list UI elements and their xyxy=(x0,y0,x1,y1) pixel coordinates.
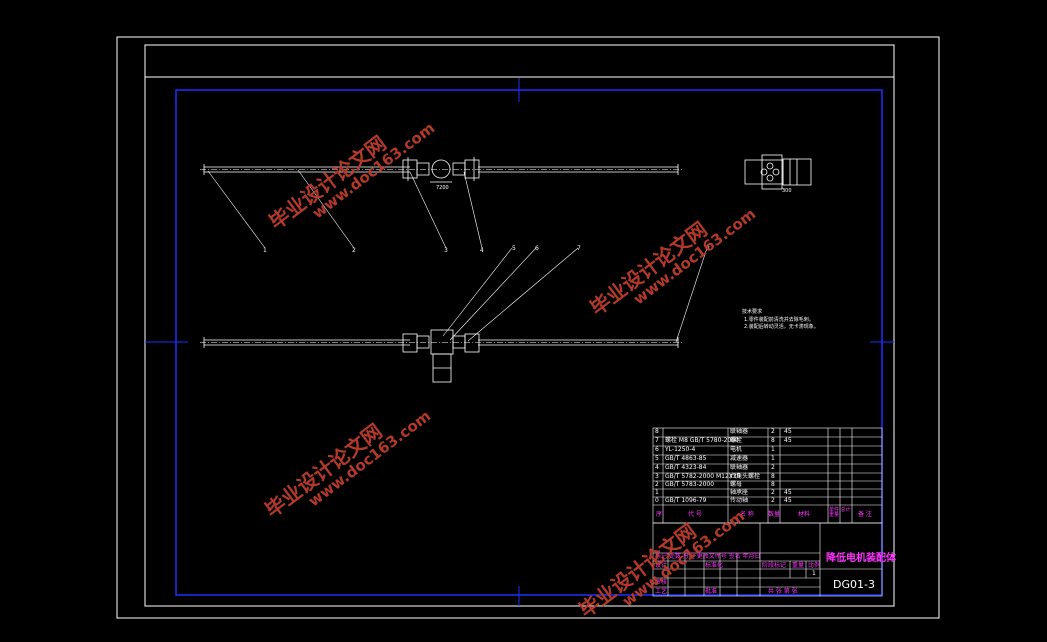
bom-header-name: 名 称 xyxy=(740,511,754,518)
bom-header-qty: 数量 xyxy=(768,511,781,518)
drawing-title: 降低电机装配体 xyxy=(826,553,896,564)
notes-heading: 技术要求 xyxy=(742,309,763,315)
bom-cell-no: 2 xyxy=(655,481,659,488)
tb-row1: 标记 处数 分区 更改文件号 签名 年月日 xyxy=(655,553,761,560)
tb-review: 审核 xyxy=(655,579,668,586)
bom-cell-name: 传动轴 xyxy=(730,497,749,504)
bom-cell-no: 3 xyxy=(655,473,659,480)
front-balloons: 5 6 7 8 xyxy=(512,245,710,252)
bom-cell-qty: 8 xyxy=(771,437,775,444)
bom-cell-name: 联轴器 xyxy=(730,464,749,471)
tb-process: 工艺 xyxy=(655,588,668,595)
tb-approve: 批准 xyxy=(705,588,718,595)
balloon-1: 1 xyxy=(263,247,267,254)
drawing-code: DG01-3 xyxy=(833,578,875,591)
bom-header-note: 备 注 xyxy=(858,511,872,518)
tb-weight: 重量 xyxy=(792,562,805,569)
bom-cell-name: 轴承座 xyxy=(730,489,749,496)
bom-cell-code: 螺栓 M8 GB/T 5780-2000 xyxy=(665,437,739,444)
bom-cell-no: 8 xyxy=(655,428,659,435)
bom-cell-no: 4 xyxy=(655,464,659,471)
bom-cell-code: GB/T 4323-84 xyxy=(665,464,707,471)
bom-table xyxy=(652,427,883,524)
bom-cell-material: 45 xyxy=(784,489,792,496)
outer-sheet-frame xyxy=(116,36,940,619)
bom-cell-code: GB/T 4863-85 xyxy=(665,455,707,462)
bom-cell-name: 电机 xyxy=(730,446,743,453)
bom-cell-qty: 1 xyxy=(771,446,775,453)
bom-cell-no: 6 xyxy=(655,446,659,453)
bom-cell-material: 45 xyxy=(784,497,792,504)
tb-standard: 标准化 xyxy=(705,562,724,569)
notes-line-2: 2.装配后转动灵活，无卡滞现象。 xyxy=(744,324,819,330)
bom-cell-no: 0 xyxy=(655,497,659,504)
bom-cell-code: YL-1250-4 xyxy=(665,446,696,453)
balloon-6: 6 xyxy=(535,245,539,252)
bom-cell-code: GB/T 5782-2000 M12X35 xyxy=(665,473,741,480)
bom-header-material: 材料 xyxy=(798,511,811,518)
bom-cell-no: 7 xyxy=(655,437,659,444)
top-balloons: 1 2 3 4 xyxy=(263,247,484,254)
bom-header-weight: 单件 总计 重量 xyxy=(829,507,851,518)
notes-line-1: 1.零件装配前清洗并去除毛刺。 xyxy=(744,317,814,323)
tb-stage: 阶段标记 xyxy=(762,562,787,569)
bom-cell-no: 1 xyxy=(655,489,659,496)
front-leader-lines xyxy=(442,247,708,343)
balloon-5: 5 xyxy=(512,245,516,252)
bom-cell-qty: 2 xyxy=(771,464,775,471)
bom-cell-name: 六角头螺栓 xyxy=(730,473,761,480)
bom-cell-qty: 2 xyxy=(771,428,775,435)
top-leader-lines xyxy=(207,169,483,249)
bom-cell-name: 螺栓 xyxy=(730,437,743,444)
balloon-4: 4 xyxy=(480,247,484,254)
title-block-grid xyxy=(652,522,883,597)
side-view-dimension: 300 xyxy=(782,188,792,194)
centering-marks xyxy=(145,78,894,606)
top-view-dimension: 7200 xyxy=(436,185,449,191)
bom-cell-no: 5 xyxy=(655,455,659,462)
bom-cell-material: 45 xyxy=(784,437,792,444)
tb-scale-value: 1 xyxy=(812,570,816,577)
tb-design: 设计 xyxy=(655,562,668,569)
balloon-2: 2 xyxy=(352,247,356,254)
top-view xyxy=(200,157,682,183)
bom-cell-qty: 1 xyxy=(771,455,775,462)
tb-sheets: 共 张 第 张 xyxy=(768,588,798,595)
bom-cell-name: 螺母 xyxy=(730,481,743,488)
balloon-8: 8 xyxy=(706,245,710,252)
side-view xyxy=(744,154,812,190)
bom-header-no: 序 xyxy=(656,511,663,518)
bom-cell-qty: 8 xyxy=(771,481,775,488)
balloon-7: 7 xyxy=(577,245,581,252)
bom-cell-code: GB/T 5783-2000 xyxy=(665,481,715,488)
balloon-3: 3 xyxy=(444,247,448,254)
bom-cell-qty: 8 xyxy=(771,473,775,480)
bom-cell-name: 联轴器 xyxy=(730,428,749,435)
bom-cell-code: GB/T 1096-79 xyxy=(665,497,707,504)
bom-cell-material: 45 xyxy=(784,428,792,435)
bom-header-code: 代 号 xyxy=(688,511,702,518)
bom-cell-qty: 2 xyxy=(771,489,775,496)
bom-cell-name: 减速器 xyxy=(730,455,749,462)
tb-scale: 比例 xyxy=(808,562,821,569)
front-view xyxy=(200,329,682,383)
bom-cell-qty: 2 xyxy=(771,497,775,504)
